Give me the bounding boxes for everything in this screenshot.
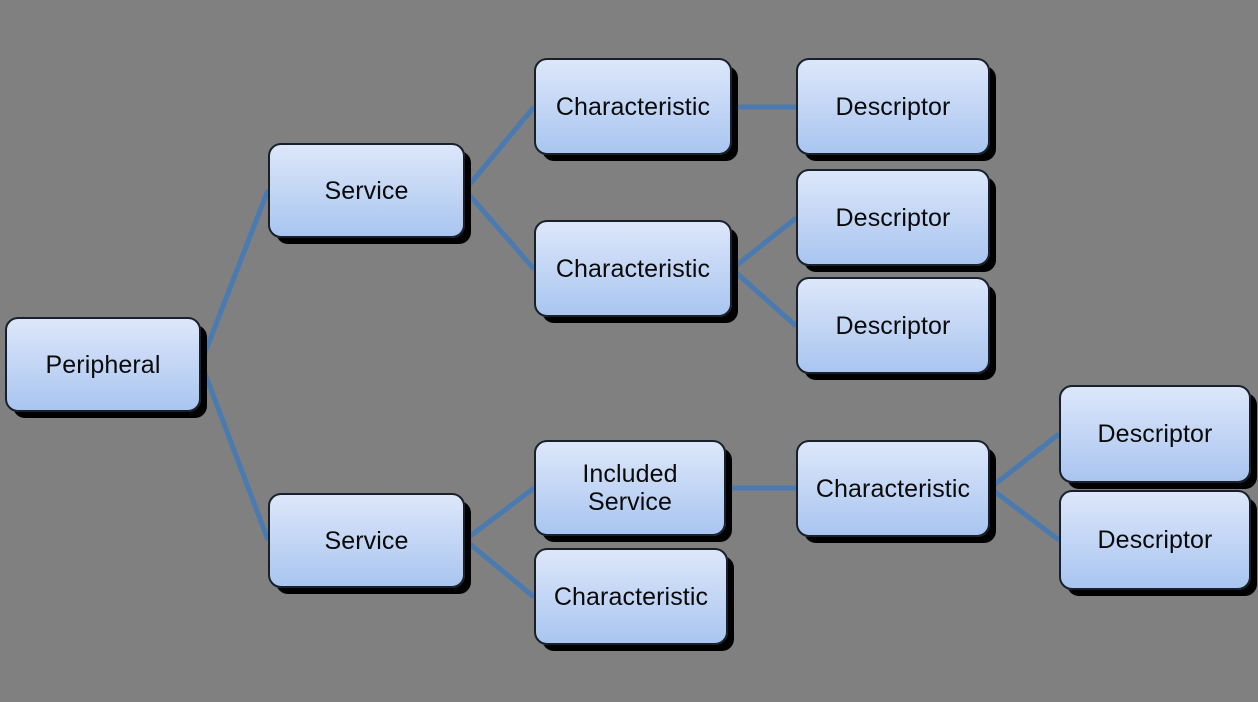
node-desc-1[interactable]: Descriptor (796, 58, 990, 155)
connector-service-top-to-char-1 (463, 105, 536, 192)
node-label: Descriptor (835, 92, 951, 121)
node-service-bottom[interactable]: Service (268, 493, 465, 588)
connector-service-top-to-char-2 (463, 188, 536, 271)
node-desc-3[interactable]: Descriptor (796, 277, 990, 374)
node-peripheral[interactable]: Peripheral (5, 317, 201, 412)
node-char-4[interactable]: Characteristic (796, 440, 990, 537)
node-label: Characteristic (815, 474, 971, 503)
node-label: Descriptor (1097, 526, 1213, 554)
node-char-2[interactable]: Characteristic (534, 220, 732, 317)
node-label: Characteristic (555, 254, 711, 283)
connector-service-bottom-to-included-service (463, 486, 536, 542)
node-label: Service (324, 526, 409, 555)
node-label: Peripheral (45, 350, 161, 379)
node-char-1[interactable]: Characteristic (534, 58, 732, 155)
node-char-3[interactable]: Characteristic (534, 548, 728, 645)
node-label: Descriptor (835, 203, 951, 232)
node-label: Descriptor (835, 311, 951, 340)
connector-char-2-to-desc-2 (730, 216, 798, 271)
node-desc-2[interactable]: Descriptor (796, 169, 990, 266)
node-label: Characteristic (555, 92, 711, 121)
connector-peripheral-to-service-top (198, 189, 271, 364)
node-service-top[interactable]: Service (268, 143, 465, 238)
connector-char-4-to-desc-4 (988, 432, 1061, 490)
node-label: Descriptor (1097, 420, 1213, 448)
connector-char-2-to-desc-3 (730, 267, 798, 328)
connector-peripheral-to-service-bottom (198, 362, 271, 541)
connector-char-4-to-desc-5 (988, 486, 1061, 542)
node-desc-4[interactable]: Descriptor (1059, 385, 1251, 483)
node-label: Characteristic (553, 582, 709, 611)
connector-service-bottom-to-char-3 (463, 538, 536, 599)
node-label: Service (324, 176, 409, 205)
node-desc-5[interactable]: Descriptor (1059, 490, 1251, 590)
